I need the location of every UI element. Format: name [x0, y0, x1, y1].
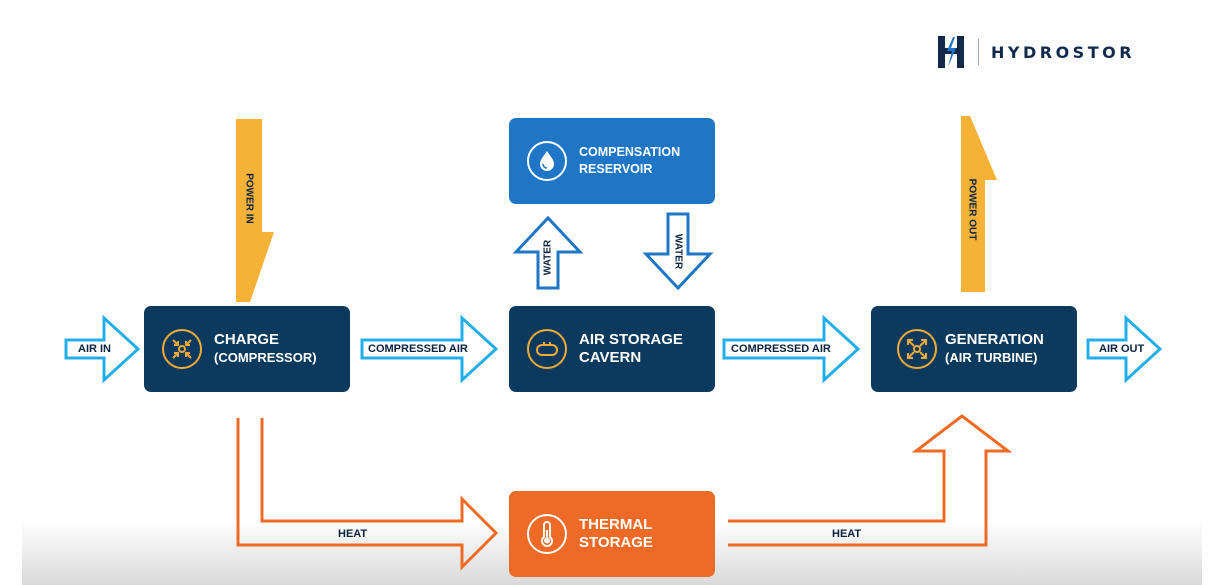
brand-name: HYDROSTOR	[991, 42, 1136, 62]
air-storage-label: AIR STORAGE CAVERN	[579, 331, 683, 367]
air-storage-title: AIR STORAGE	[579, 331, 683, 348]
heat-in-label: HEAT	[338, 528, 368, 540]
air-out-label: AIR OUT	[1099, 343, 1145, 355]
heat-out-arrow	[728, 414, 1013, 547]
power-out-bolt	[961, 116, 997, 292]
compressed-air-arrow-1	[360, 314, 499, 384]
power-out-label: POWER OUT	[966, 178, 978, 241]
hydrostor-logo: HYDROSTOR	[936, 34, 1135, 70]
compensation-reservoir-box: COMPENSATION RESERVOIR	[509, 118, 715, 204]
thermal-storage-box: THERMAL STORAGE	[509, 491, 715, 577]
heat-in-arrow	[236, 418, 499, 571]
water-up-arrow	[512, 215, 584, 290]
compressed-air-label-2: COMPRESSED AIR	[731, 343, 831, 355]
air-storage-box: AIR STORAGE CAVERN	[509, 306, 715, 392]
water-down-arrow	[642, 212, 714, 291]
water-drop-icon	[527, 141, 567, 181]
charge-subtitle: (COMPRESSOR)	[214, 350, 317, 365]
compensation-title: COMPENSATION	[579, 145, 681, 159]
thermal-title: THERMAL	[579, 516, 653, 533]
thermal-label: THERMAL STORAGE	[579, 516, 653, 552]
water-down-label: WATER	[672, 233, 684, 270]
generation-box: GENERATION (AIR TURBINE)	[871, 306, 1077, 392]
power-in-label: POWER IN	[243, 173, 255, 224]
power-in-bolt	[236, 119, 274, 302]
compress-arrows-icon	[162, 329, 202, 369]
compensation-subtitle: RESERVOIR	[579, 162, 653, 176]
thermal-subtitle: STORAGE	[579, 534, 653, 551]
tank-icon	[527, 329, 567, 369]
thermometer-icon	[527, 514, 567, 554]
charge-box: CHARGE (COMPRESSOR)	[144, 306, 350, 392]
hydrostor-logo-icon	[938, 36, 964, 68]
charge-title: CHARGE	[214, 331, 280, 348]
air-out-arrow	[1086, 314, 1163, 384]
water-up-label: WATER	[542, 239, 554, 276]
heat-out-label: HEAT	[832, 528, 862, 540]
compensation-label: COMPENSATION RESERVOIR	[579, 144, 680, 178]
air-in-label: AIR IN	[78, 343, 111, 355]
generation-title: GENERATION	[945, 331, 1044, 348]
generation-subtitle: (AIR TURBINE)	[945, 350, 1038, 365]
charge-label: CHARGE (COMPRESSOR)	[214, 331, 317, 367]
compressed-air-arrow-2	[722, 314, 861, 384]
air-storage-subtitle: CAVERN	[579, 349, 642, 366]
generation-label: GENERATION (AIR TURBINE)	[945, 331, 1044, 367]
logo-divider	[978, 39, 979, 65]
compressed-air-label-1: COMPRESSED AIR	[368, 343, 468, 355]
expand-arrows-icon	[897, 329, 937, 369]
air-in-arrow	[64, 314, 141, 384]
